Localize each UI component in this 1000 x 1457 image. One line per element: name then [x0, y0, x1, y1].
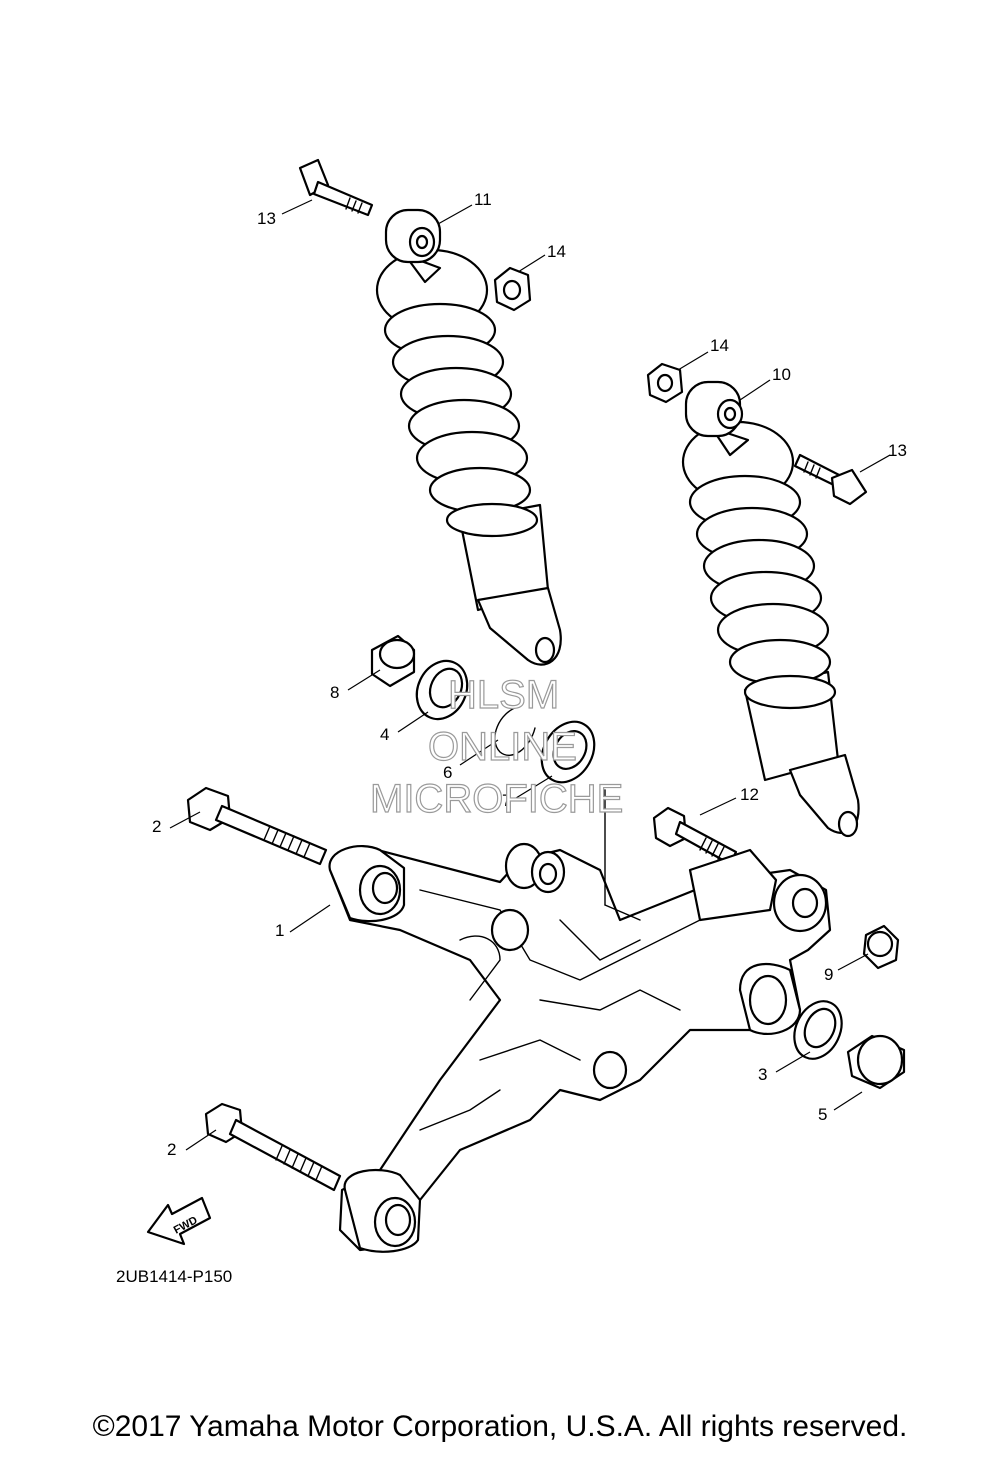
right-shock-upper-bolt: [793, 453, 868, 506]
rear-arm-1: [328, 789, 832, 1253]
callout-2-upper: 2: [152, 817, 161, 836]
callout-10: 10: [772, 365, 791, 384]
exploded-parts-diagram: 13 11 14 14 10 13 8 4 6 7 12 2 1 9 3 5 2…: [116, 158, 907, 1286]
callout-9: 9: [824, 965, 833, 984]
callout-12: 12: [740, 785, 759, 804]
right-rear-shock-absorber: [681, 380, 860, 838]
callout-13-right: 13: [888, 441, 907, 460]
left-shock-nut: [493, 266, 532, 312]
watermark: HLSM ONLINE MICROFICHE: [369, 672, 624, 821]
callout-1: 1: [275, 921, 284, 940]
collar-5: [846, 1034, 906, 1090]
right-shock-nut: [646, 362, 684, 404]
pivot-bolt-2-upper: [186, 786, 328, 866]
forward-direction-arrow: FWD: [146, 1196, 212, 1246]
bearing-7: [540, 720, 596, 784]
right-shock-spring: [681, 420, 837, 710]
left-rear-shock-absorber: [375, 208, 562, 666]
pivot-bolt-2-lower: [204, 1102, 342, 1192]
callout-3: 3: [758, 1065, 767, 1084]
callout-14-right: 14: [710, 336, 729, 355]
callout-5: 5: [818, 1105, 827, 1124]
callout-7: 7: [502, 791, 511, 810]
callout-2-lower: 2: [167, 1140, 176, 1159]
callout-6: 6: [443, 763, 452, 782]
oil-seal-3: [793, 1000, 843, 1060]
callout-numbers: 13 11 14 14 10 13 8 4 6 7 12 2 1 9 3 5 2: [152, 190, 907, 1159]
copyright-notice: ©2017 Yamaha Motor Corporation, U.S.A. A…: [92, 1410, 908, 1443]
watermark-line-3: MICROFICHE: [370, 777, 623, 821]
collar-8: [370, 634, 416, 688]
oil-seal-4: [415, 659, 469, 721]
callout-leaders: [169, 199, 891, 1151]
left-shock-upper-bolt: [298, 158, 374, 217]
callout-14-upper: 14: [547, 242, 566, 261]
bolt-12: [652, 806, 738, 866]
left-shock-spring: [375, 248, 539, 538]
circlip-6: [494, 705, 536, 756]
callout-4: 4: [380, 725, 389, 744]
collar-9: [862, 924, 900, 970]
callout-11: 11: [474, 190, 492, 209]
watermark-line-2: ONLINE: [428, 725, 577, 769]
callout-8: 8: [330, 683, 339, 702]
diagram-code: 2UB1414-P150: [116, 1267, 232, 1286]
watermark-line-1: HLSM: [448, 673, 559, 717]
callout-13-upper: 13: [257, 209, 276, 228]
